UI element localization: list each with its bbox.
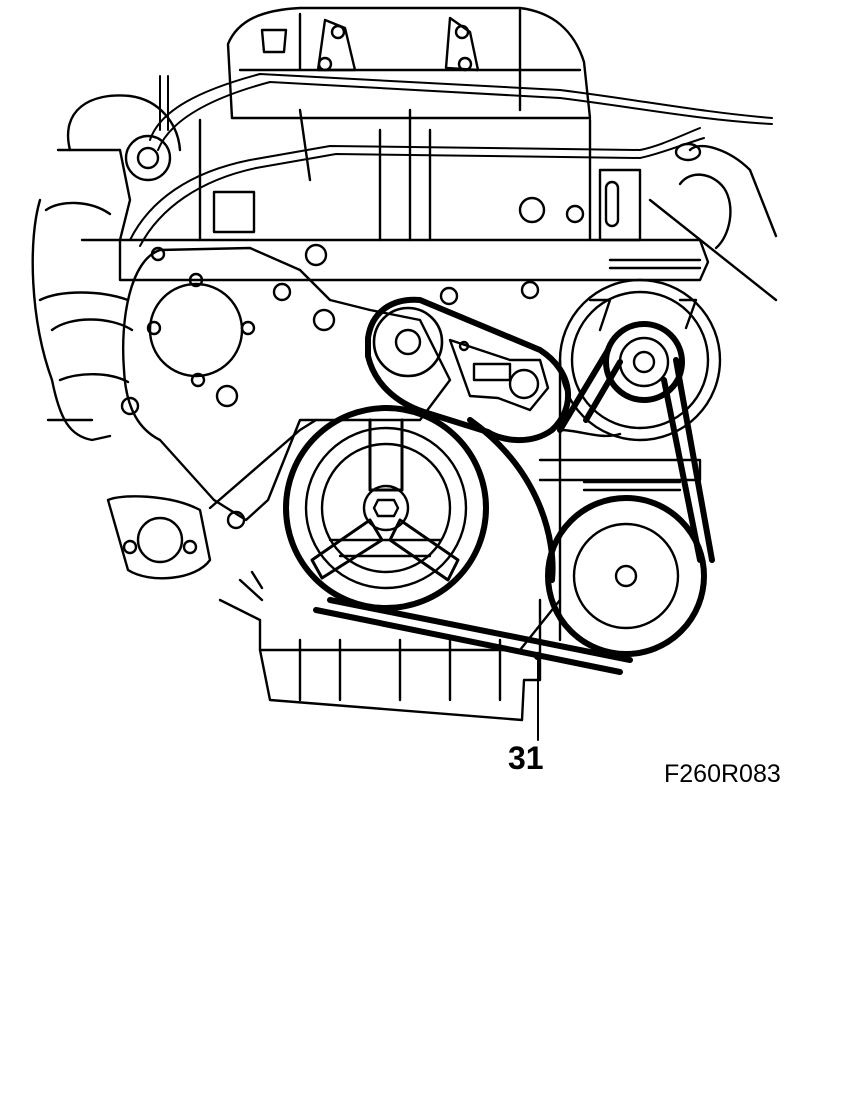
water-pump-housing [106, 418, 318, 602]
cylinder-head-cover [226, 6, 592, 120]
crankshaft-pulley [283, 405, 489, 611]
turbocharger-housing [31, 94, 182, 442]
alternator [558, 278, 722, 442]
drive-belt [313, 296, 715, 675]
figure-code-label: F260R083 [664, 760, 781, 788]
timing-cover [120, 243, 540, 522]
compressor-pulley [545, 480, 707, 657]
intake-hose [648, 142, 778, 302]
idler-pulley [603, 321, 685, 403]
callout-point [533, 651, 543, 661]
callout-number-label: 31 [508, 740, 544, 776]
tensioner-pulley [372, 306, 550, 412]
engine-block [118, 108, 710, 722]
